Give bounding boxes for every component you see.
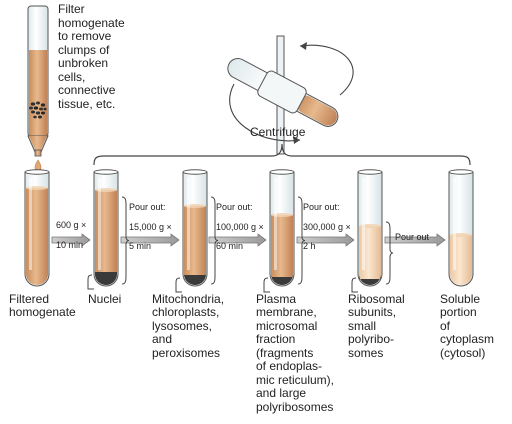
tube-cytosol [448, 169, 474, 287]
arrow-step-1 [51, 233, 91, 247]
label-cytosol: Soluble portion of cytoplasm (cytosol) [440, 292, 495, 360]
pellet-bracket-nuclei [87, 274, 94, 290]
filter-funnel [27, 5, 49, 172]
pellet-bracket-membrane [263, 277, 270, 293]
step-1-force: 600 g × [56, 219, 87, 230]
brace-step-5 [385, 221, 394, 285]
pellet [271, 274, 293, 285]
step-5-action: Pour out [395, 231, 430, 242]
label-mitochondria: Mitochondria, chloroplasts, lysosomes, a… [152, 292, 225, 360]
label-filtered-homogenate: Filtered homogenate [9, 292, 76, 320]
arrow-step-2 [120, 233, 180, 247]
centrifuge-rotor [227, 35, 354, 155]
step-1-label: 600 g × 10 min [56, 211, 86, 260]
step-5-label: Pour out [395, 223, 429, 253]
centrifuge-label: Centrifuge [250, 125, 306, 139]
centrifuge-bracket [93, 143, 471, 166]
step-3-action: Pour out: [216, 201, 253, 212]
step-3-label: Pour out: 100,000 g × 60 min [216, 193, 264, 262]
tube-plasma-membrane [269, 169, 295, 287]
pellet [95, 272, 117, 285]
step-4-force: 300,000 g × [303, 221, 351, 232]
label-plasma-membrane: Plasma membrane, microsomal fraction (fr… [256, 292, 335, 414]
step-2-force: 15,000 g × [129, 221, 172, 232]
step-1-time: 10 min [56, 239, 84, 250]
tube-filtered-homogenate [24, 169, 50, 287]
tube-ribosomal-subunits [357, 169, 383, 287]
brace-step-2 [121, 196, 130, 285]
step-4-label: Pour out: 300,000 g × 2 h [303, 193, 351, 262]
step-2-label: Pour out: 15,000 g × 5 min [129, 193, 172, 262]
tube-nuclei [93, 169, 119, 287]
step-2-time: 5 min [129, 241, 152, 252]
arrow-step-5 [384, 233, 446, 247]
tube-mitochondria [182, 169, 208, 287]
pellet-bracket-ribosomal [351, 277, 358, 293]
arrow-step-4 [296, 233, 355, 247]
label-ribosomal-subunits: Ribosomal subunits, small polyribo- some… [348, 292, 405, 360]
pellet [359, 274, 381, 285]
label-nuclei: Nuclei [88, 292, 122, 306]
pellet-bracket-mitochondria [175, 277, 182, 293]
brace-step-3 [210, 196, 219, 285]
brace-step-4 [297, 196, 306, 285]
step-4-time: 2 h [303, 241, 316, 252]
step-3-time: 60 min [216, 241, 244, 252]
pellet [184, 274, 206, 285]
step-2-action: Pour out: [129, 201, 166, 212]
filter-debris [29, 101, 47, 119]
step-4-action: Pour out: [303, 201, 340, 212]
arrow-step-3 [208, 233, 267, 247]
filter-note: Filter homogenate to remove clumps of un… [58, 2, 125, 111]
step-3-force: 100,000 g × [216, 221, 264, 232]
